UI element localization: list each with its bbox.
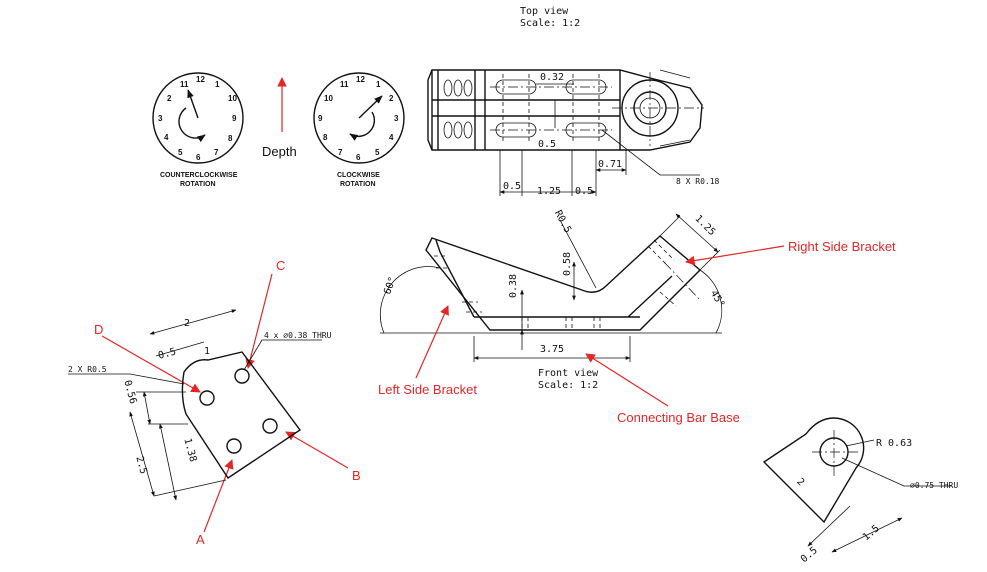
callout-base: Connecting Bar Base	[617, 410, 740, 425]
top-view-left-holes	[443, 79, 473, 139]
plate-dim-138: 1.38	[181, 437, 198, 463]
plate-dim-25: 2.5	[133, 455, 148, 475]
front-dim-375: 3.75	[540, 344, 564, 355]
cw-num-2: 2	[389, 94, 394, 103]
ccw-num-6: 6	[196, 153, 201, 162]
ccw-num-11: 11	[180, 80, 189, 89]
callout-A: A	[196, 532, 205, 547]
cw-num-1: 1	[376, 80, 381, 89]
plate-dim-2: 2	[184, 318, 190, 329]
bracket-dim-15: 1.5	[861, 523, 882, 543]
ccw-dial: 12 1 10 2 9 3 8 4 7 5 6 11 COUNTERCLOCKW…	[152, 72, 244, 188]
plate-hole-d	[199, 390, 215, 406]
callout-D: D	[94, 322, 103, 337]
ccw-num-12: 12	[196, 75, 205, 84]
front-dim-058: 0.58	[562, 252, 573, 276]
bracket-dim-05: 0.5	[799, 545, 820, 565]
front-dim-r05: R0.5	[552, 209, 573, 235]
cw-num-10: 10	[324, 94, 333, 103]
cw-dial: 12 11 1 10 2 9 3 8 4 7 5 6 CLOCKWISE ROT…	[313, 72, 405, 188]
top-dim-032: 0.32	[540, 72, 564, 83]
callout-C: C	[276, 258, 285, 273]
top-dim-05-right: 0.5	[575, 186, 593, 197]
top-view-title: Top view	[520, 6, 569, 17]
top-dim-125: 1.25	[537, 186, 561, 197]
ccw-num-9: 9	[232, 114, 237, 123]
ccw-num-4: 4	[164, 133, 169, 142]
ccw-num-3: 3	[158, 114, 163, 123]
plate-hole-a	[226, 438, 242, 454]
plate-dim-1: 1	[204, 346, 210, 357]
bracket-dim-r063: R 0.63	[876, 438, 912, 449]
cw-num-8: 8	[323, 133, 328, 142]
cw-num-9: 9	[318, 114, 323, 123]
plate-hole-note: 4 x ⌀0.38 THRU	[264, 331, 332, 340]
bracket-view: R 0.63 ⌀0.75 THRU 2 0.5 1.5	[762, 417, 958, 565]
bracket-dim-2: 2	[794, 476, 806, 488]
front-dim-038: 0.38	[508, 274, 519, 298]
top-dim-05-left: 0.5	[503, 181, 521, 192]
bracket-hole-note: ⌀0.75 THRU	[910, 481, 958, 490]
rotation-dials: 12 1 10 2 9 3 8 4 7 5 6 11 COUNTERCLOCKW…	[152, 72, 405, 188]
ccw-num-7: 7	[214, 148, 219, 157]
ccw-num-1: 1	[215, 80, 220, 89]
plate-hole-b	[262, 418, 278, 434]
cw-num-5: 5	[375, 148, 380, 157]
ccw-num-2: 2	[167, 94, 172, 103]
top-view-slots	[490, 74, 612, 142]
top-dim-071: 0.71	[598, 159, 622, 170]
depth-label: Depth	[262, 144, 297, 159]
cw-num-11: 11	[340, 80, 349, 89]
ccw-num-5: 5	[178, 148, 183, 157]
plate-dim-05: 0.5	[157, 346, 177, 361]
callout-right-bracket: Right Side Bracket	[788, 239, 896, 254]
cw-num-12: 12	[356, 75, 365, 84]
callout-left-bracket: Left Side Bracket	[378, 382, 477, 397]
top-slot-note: 8 X R0.18	[676, 177, 720, 186]
ccw-num-10: 10	[228, 94, 237, 103]
front-angle-60: 60°	[382, 275, 399, 296]
top-view: Top view Scale: 1:2	[427, 6, 720, 197]
depth-indicator: Depth	[262, 77, 297, 159]
ccw-label: COUNTERCLOCKWISE	[160, 172, 238, 179]
callouts: Right Side Bracket Left Side Bracket Con…	[94, 239, 896, 547]
cw-label-2: ROTATION	[340, 181, 376, 188]
ccw-num-8: 8	[228, 134, 233, 143]
front-angle-45: 45°	[708, 289, 727, 310]
top-dim-05-mid: 0.5	[538, 139, 556, 150]
cw-num-6: 6	[356, 153, 361, 162]
plate-dim-056: 0.56	[121, 379, 138, 405]
plate-radius-note: 2 X R0.5	[68, 365, 107, 374]
top-view-scale: Scale: 1:2	[520, 18, 580, 29]
ccw-label-2: ROTATION	[180, 181, 216, 188]
cw-num-4: 4	[389, 133, 394, 142]
front-view-title: Front view	[538, 368, 599, 379]
plate-hole-c	[234, 368, 250, 384]
front-view-scale: Scale: 1:2	[538, 380, 598, 391]
cw-num-7: 7	[338, 148, 343, 157]
front-view: 60° 45° R0.5 0.58 0.38 1.25 3.75 Front v…	[379, 209, 727, 391]
cw-label: CLOCKWISE	[337, 172, 380, 179]
cw-num-3: 3	[394, 114, 399, 123]
callout-B: B	[352, 468, 361, 483]
front-dim-125: 1.25	[692, 213, 717, 238]
